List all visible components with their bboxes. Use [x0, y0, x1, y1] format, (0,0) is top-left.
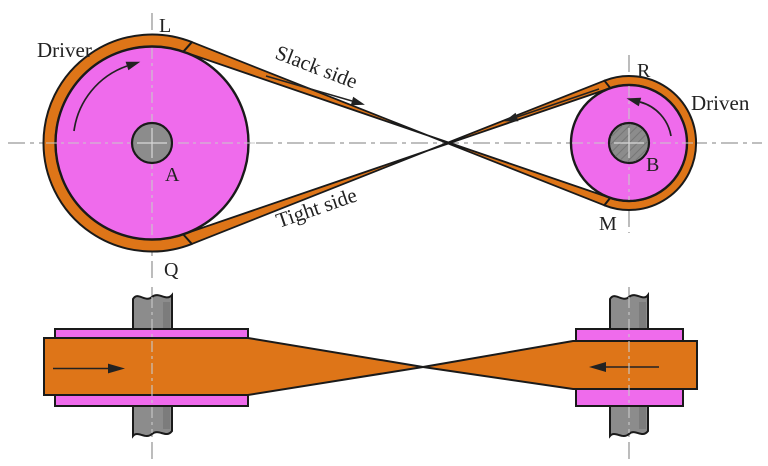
driver-label: Driver [37, 38, 92, 62]
slack-direction-arrow [265, 75, 365, 106]
point-L-label: L [159, 15, 171, 37]
tight-direction-arrow [504, 88, 600, 122]
bottom-left-direction-arrow [53, 363, 125, 374]
center-B-label: B [646, 154, 659, 176]
driven-label: Driven [691, 91, 750, 115]
driver-hub-crosshair [137, 128, 167, 158]
driver-rotation-arrow [73, 61, 141, 132]
driven-rotation-arrow [626, 97, 672, 137]
center-A-label: A [165, 164, 180, 186]
point-M-label: M [599, 213, 617, 235]
driven-hub-hatching [609, 123, 649, 163]
driven-hub-crosshair [614, 128, 644, 158]
bottom-belt-left-run [43, 337, 424, 396]
point-Q-label: Q [164, 259, 179, 281]
bottom-belt-right-run [422, 340, 698, 390]
belt-tight-segment [182, 79, 612, 245]
bottom-right-direction-arrow [589, 362, 659, 372]
point-R-label: R [637, 60, 651, 82]
